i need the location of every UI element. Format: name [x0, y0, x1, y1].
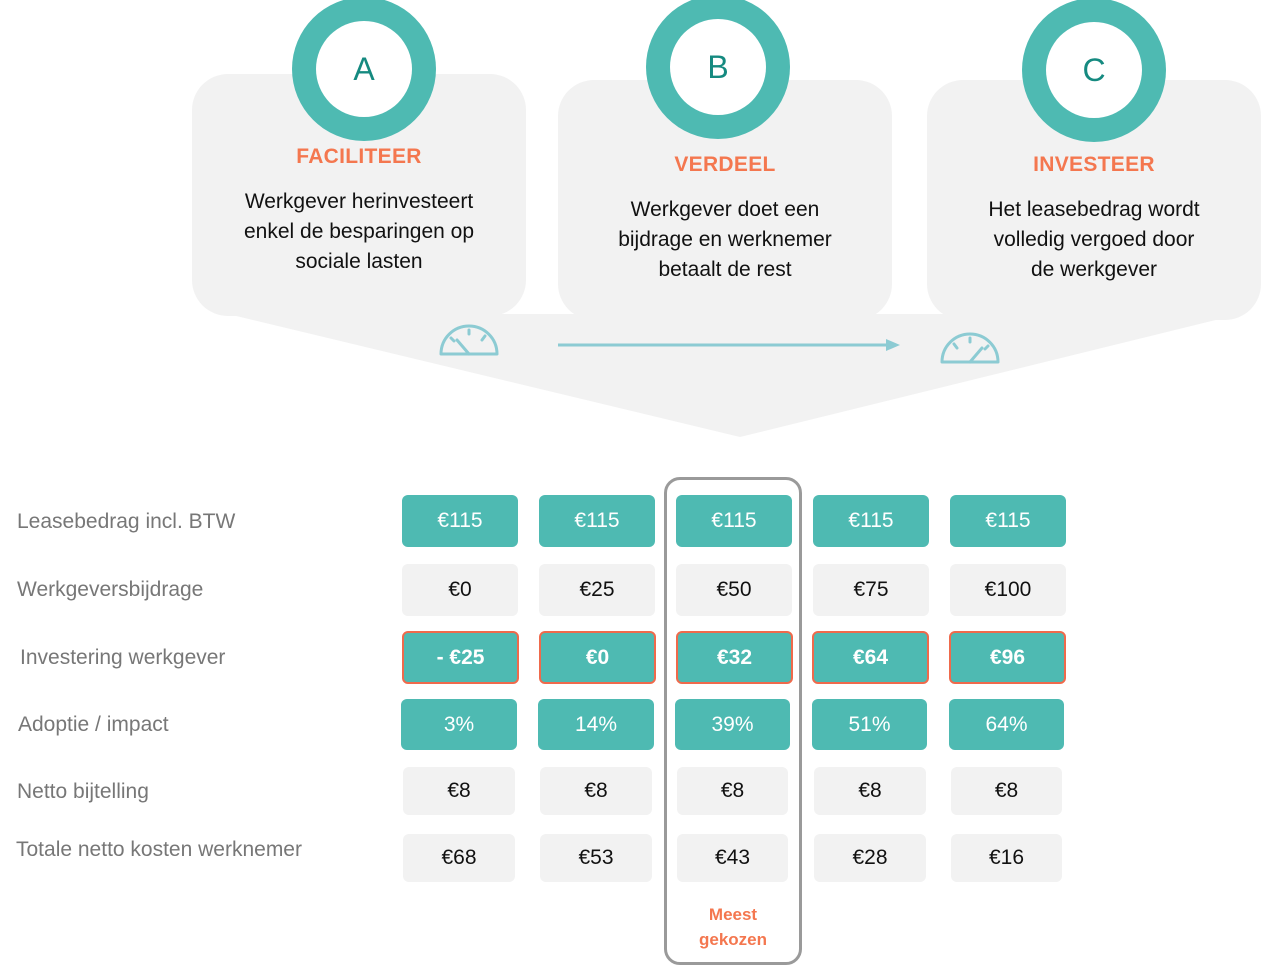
row-label-leasebedrag: Leasebedrag incl. BTW — [17, 510, 236, 533]
option-a-desc-line3: sociale lasten — [295, 250, 423, 273]
row-label-totale-kosten: Totale netto kosten werknemer — [16, 838, 302, 861]
table-cell: €75 — [813, 564, 929, 616]
table-cell: €68 — [403, 834, 515, 882]
table-cell: €8 — [540, 767, 652, 815]
table-cell: €100 — [950, 564, 1066, 616]
table-cell: 51% — [812, 699, 927, 750]
table-cell: €32 — [676, 631, 793, 684]
option-b-desc-line2: bijdrage en werknemer — [618, 228, 832, 251]
option-b-desc-line1: Werkgever doet een — [630, 198, 820, 221]
row-label-werkgeversbijdrage: Werkgeversbijdrage — [17, 578, 204, 601]
table-cell: €53 — [540, 834, 652, 882]
table-cell: €115 — [539, 495, 655, 547]
option-c-desc-line3: de werkgever — [1030, 258, 1158, 281]
most-chosen-line1: Meest — [708, 905, 758, 924]
table-cell: €115 — [950, 495, 1066, 547]
table-cell: €0 — [539, 631, 656, 684]
table-cell: €64 — [812, 631, 929, 684]
table-cell: - €25 — [402, 631, 519, 684]
table-cell: 64% — [949, 699, 1064, 750]
table-cell: €8 — [403, 767, 515, 815]
arrow-right-icon — [558, 339, 900, 351]
table-cell: €50 — [676, 564, 792, 616]
option-a-description: Werkgever herinvesteert enkel de bespari… — [192, 187, 526, 277]
badge-a: A — [292, 0, 436, 141]
row-label-adoptie: Adoptie / impact — [18, 713, 169, 736]
option-c-title: INVESTEER — [1033, 153, 1155, 176]
table-cell: €8 — [677, 767, 788, 815]
badge-a-letter: A — [316, 21, 412, 117]
row-label-investering: Investering werkgever — [20, 646, 226, 669]
table-cell: €115 — [676, 495, 792, 547]
row-label-netto-bijtelling: Netto bijtelling — [17, 780, 149, 803]
table-cell: €8 — [951, 767, 1062, 815]
table-cell: €115 — [402, 495, 518, 547]
badge-b: B — [646, 0, 790, 139]
speedometer-icon — [439, 324, 499, 356]
table-cell: €16 — [951, 834, 1062, 882]
option-c-description: Het leasebedrag wordt volledig vergoed d… — [927, 195, 1261, 285]
table-cell: €0 — [402, 564, 518, 616]
badge-b-letter: B — [670, 19, 766, 115]
table-cell: €96 — [949, 631, 1066, 684]
option-a-desc-line1: Werkgever herinvesteert — [244, 190, 474, 213]
option-b-description: Werkgever doet een bijdrage en werknemer… — [558, 195, 892, 285]
most-chosen-line2: gekozen — [698, 930, 768, 949]
table-cell: €8 — [814, 767, 926, 815]
most-chosen-label: Meest gekozen — [664, 902, 802, 952]
table-cell: €115 — [813, 495, 929, 547]
badge-c: C — [1022, 0, 1166, 142]
speedometer-icon — [940, 332, 1000, 364]
table-cell: €25 — [539, 564, 655, 616]
table-cell: 39% — [675, 699, 790, 750]
most-chosen-highlight — [664, 477, 802, 965]
table-cell: 14% — [538, 699, 654, 750]
option-b-desc-line3: betaalt de rest — [658, 258, 792, 281]
table-cell: 3% — [401, 699, 517, 750]
table-cell: €43 — [677, 834, 788, 882]
option-a-title: FACILITEER — [296, 145, 422, 168]
option-c-desc-line2: volledig vergoed door — [993, 228, 1195, 251]
badge-c-letter: C — [1046, 22, 1142, 118]
option-b-title: VERDEEL — [674, 153, 776, 176]
option-a-desc-line2: enkel de besparingen op — [243, 220, 474, 243]
option-c-desc-line1: Het leasebedrag wordt — [988, 198, 1200, 221]
table-cell: €28 — [814, 834, 926, 882]
